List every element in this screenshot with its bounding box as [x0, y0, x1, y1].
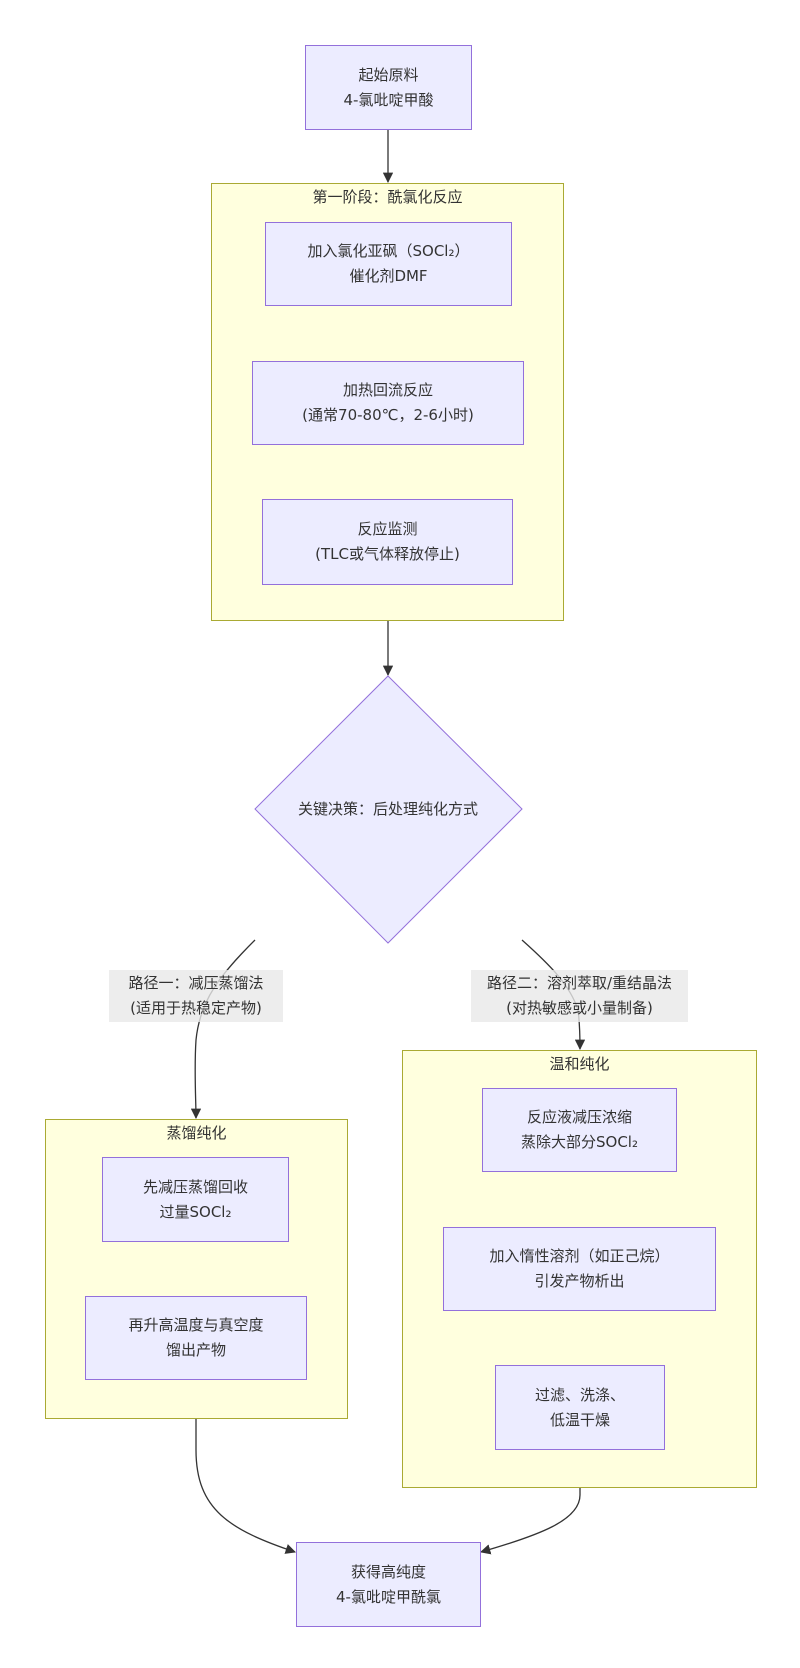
edge-distill-to-final: [195, 1419, 296, 1554]
path1-label-line2: (适用于热稳定产物): [130, 999, 262, 1017]
phase1-step3-node: 反应监测 (TLC或气体释放停止): [262, 499, 513, 585]
path1-label-line1: 路径一：减压蒸馏法: [128, 974, 264, 992]
phase1-step1-node: 加入氯化亚砜（SOCl₂） 催化剂DMF: [265, 222, 512, 306]
mild-step2-node: 加入惰性溶剂（如正己烷） 引发产物析出: [443, 1227, 716, 1311]
mild-step2-line1: 加入惰性溶剂（如正己烷）: [489, 1247, 670, 1265]
phase1-cluster-title: 第一阶段：酰氯化反应: [312, 188, 463, 206]
mild-step3-line1: 过滤、洗涤、: [534, 1385, 625, 1404]
phase1-step3-line2: (TLC或气体释放停止): [315, 545, 460, 563]
distill-step2-node: 再升高温度与真空度 馏出产物: [85, 1296, 307, 1380]
distill-step1-line1: 先减压蒸馏回收: [142, 1177, 248, 1196]
phase1-step2-line1: 加热回流反应: [342, 381, 433, 399]
final-node-line2: 4-氯吡啶甲酰氯: [336, 1587, 441, 1606]
path2-label-line1: 路径二：溶剂萃取/重结晶法: [486, 974, 673, 992]
mild-step3-node: 过滤、洗涤、 低温干燥: [495, 1365, 665, 1450]
decision-label: 关键决策：后处理纯化方式: [297, 800, 478, 818]
phase1-step2-line2: (通常70-80℃，2-6小时): [302, 406, 474, 424]
start-node-line2: 4-氯吡啶甲酸: [343, 90, 434, 109]
path1-edge-label: 路径一：减压蒸馏法 (适用于热稳定产物): [109, 970, 283, 1022]
phase1-step1-line1: 加入氯化亚砜（SOCl₂）: [307, 242, 470, 260]
path2-label-line2: (对热敏感或小量制备): [506, 999, 653, 1017]
mild-cluster-title: 温和纯化: [549, 1055, 610, 1073]
start-node: 起始原料 4-氯吡啶甲酸: [305, 45, 472, 130]
edge-decision-to-distill: [190, 939, 256, 1120]
mild-step1-line1: 反应液减压浓缩: [526, 1108, 632, 1126]
edge-mild-to-final: [480, 1488, 581, 1555]
phase1-step3-line1: 反应监测: [357, 520, 418, 538]
decision-diamond: [254, 675, 523, 944]
path2-edge-label: 路径二：溶剂萃取/重结晶法 (对热敏感或小量制备): [471, 970, 688, 1022]
distill-cluster-title: 蒸馏纯化: [166, 1124, 227, 1142]
phase1-step2-node: 加热回流反应 (通常70-80℃，2-6小时): [252, 361, 524, 445]
distill-step1-node: 先减压蒸馏回收 过量SOCl₂: [102, 1157, 289, 1242]
distill-step1-line2: 过量SOCl₂: [159, 1202, 232, 1221]
mild-step1-node: 反应液减压浓缩 蒸除大部分SOCl₂: [482, 1088, 677, 1172]
distill-step2-line2: 馏出产物: [165, 1341, 226, 1359]
mild-step1-line2: 蒸除大部分SOCl₂: [521, 1133, 638, 1151]
distill-step2-line1: 再升高温度与真空度: [128, 1316, 264, 1334]
mild-step3-line2: 低温干燥: [549, 1410, 610, 1429]
final-node: 获得高纯度 4-氯吡啶甲酰氯: [296, 1542, 481, 1627]
phase1-step1-line2: 催化剂DMF: [349, 267, 428, 285]
final-node-line1: 获得高纯度: [350, 1562, 426, 1581]
start-node-line1: 起始原料: [358, 65, 419, 84]
mild-step2-line2: 引发产物析出: [534, 1272, 625, 1290]
